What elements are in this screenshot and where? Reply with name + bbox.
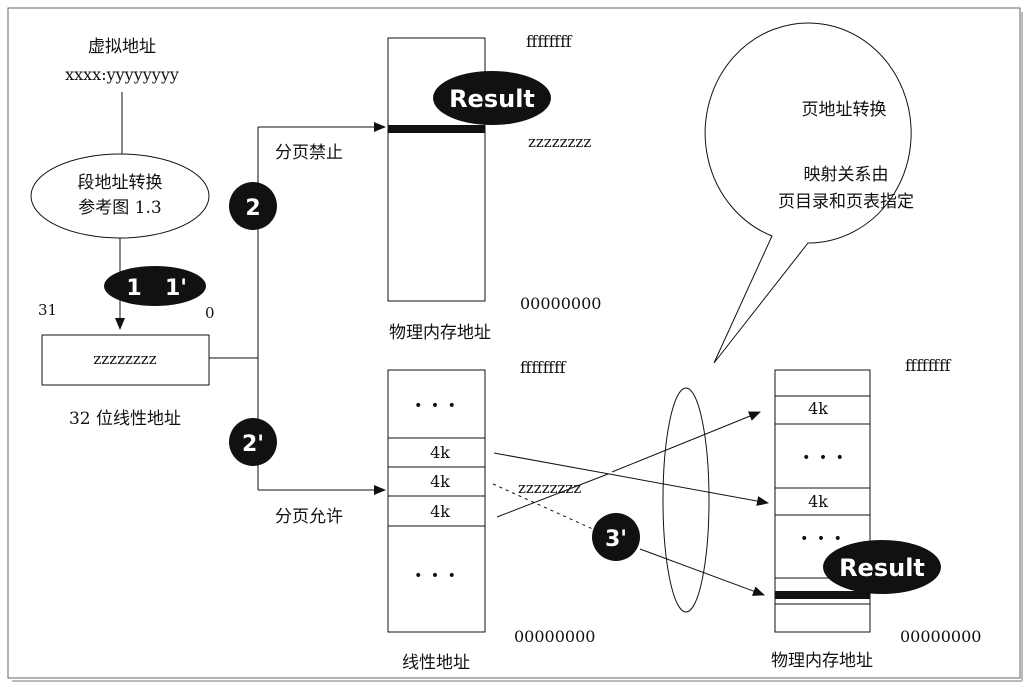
linear-page-2: 4k: [430, 472, 450, 491]
bubble-title: 页地址转换: [802, 100, 887, 120]
physical-page-2: 4k: [808, 492, 828, 511]
step-1-badge: [104, 266, 206, 306]
physical-memory-lower-mark: [775, 591, 870, 599]
result-label-upper: Result: [449, 85, 535, 113]
linear-space-bottom-addr: 00000000: [514, 627, 595, 646]
result-badge-upper: [433, 71, 551, 125]
paging-disabled-label: 分页禁止: [275, 143, 343, 163]
physical-lower-bottom-addr: 00000000: [900, 627, 981, 646]
outer-border: [7, 7, 1021, 679]
virtual-address-title: 虚拟地址: [88, 37, 156, 57]
bit-0-label: 0: [205, 304, 215, 322]
linear-space: [387, 369, 486, 633]
physical-memory-upper-mark: [388, 125, 485, 133]
linear-space-dots-top: • • •: [414, 398, 458, 414]
mapping-line: [496, 473, 609, 518]
step-3b-label: 3': [605, 527, 627, 552]
bit-31-label: 31: [38, 301, 57, 319]
virtual-address-format: xxxx:yyyyyyyy: [65, 65, 179, 84]
result-badge-lower: [823, 540, 941, 594]
page-mapping-ellipse: [662, 387, 710, 613]
step-2-label: 2: [245, 196, 260, 221]
linear-address-box: [41, 334, 210, 386]
linear-space-caption: 线性地址: [402, 653, 470, 673]
step-1b-label: 1': [165, 276, 187, 301]
step-3b-badge: [592, 513, 640, 561]
segment-translation-ellipse: [30, 153, 210, 239]
linear-page-3: 4k: [430, 502, 450, 521]
physical-dots-lower: • • •: [800, 531, 844, 547]
step-2b-badge: [229, 418, 277, 466]
segment-translation-ref: 参考图 1.3: [78, 198, 161, 218]
bubble-line-1: 映射关系由: [804, 165, 889, 185]
mapping-arrow-to-page: [611, 411, 761, 473]
segment-translation-label: 段地址转换: [78, 173, 163, 193]
physical-upper-caption: 物理内存地址: [389, 323, 491, 343]
linear-address-caption: 32 位线性地址: [69, 409, 181, 429]
paging-enabled-label: 分页允许: [275, 507, 343, 527]
linear-space-dots-bottom: • • •: [414, 568, 458, 584]
physical-lower-caption: 物理内存地址: [771, 651, 873, 671]
physical-dots-middle: • • •: [802, 450, 846, 466]
physical-page-1: 4k: [808, 399, 828, 418]
bubble-line-2: 页目录和页表指定: [778, 192, 914, 212]
physical-upper-value: zzzzzzzz: [528, 133, 591, 151]
linear-space-top-addr: ffffffff: [520, 358, 567, 377]
step-2-badge: [229, 182, 277, 230]
physical-upper-bottom-addr: 00000000: [520, 294, 601, 313]
mapping-arrow-to-result: [639, 548, 765, 596]
page-translation-bubble: [704, 22, 912, 364]
step-1-label: 1: [126, 276, 141, 301]
mapping-arrow-to-page: [493, 452, 769, 506]
linear-address-value: zzzzzzzz: [93, 350, 156, 368]
mapping-line: [492, 483, 596, 531]
physical-upper-top-addr: ffffffff: [526, 32, 573, 51]
step-2b-label: 2': [242, 432, 264, 457]
result-label-lower: Result: [839, 554, 925, 582]
physical-lower-top-addr: ffffffff: [905, 356, 952, 375]
linear-space-address: zzzzzzzz: [518, 479, 581, 497]
linear-page-1: 4k: [430, 443, 450, 462]
